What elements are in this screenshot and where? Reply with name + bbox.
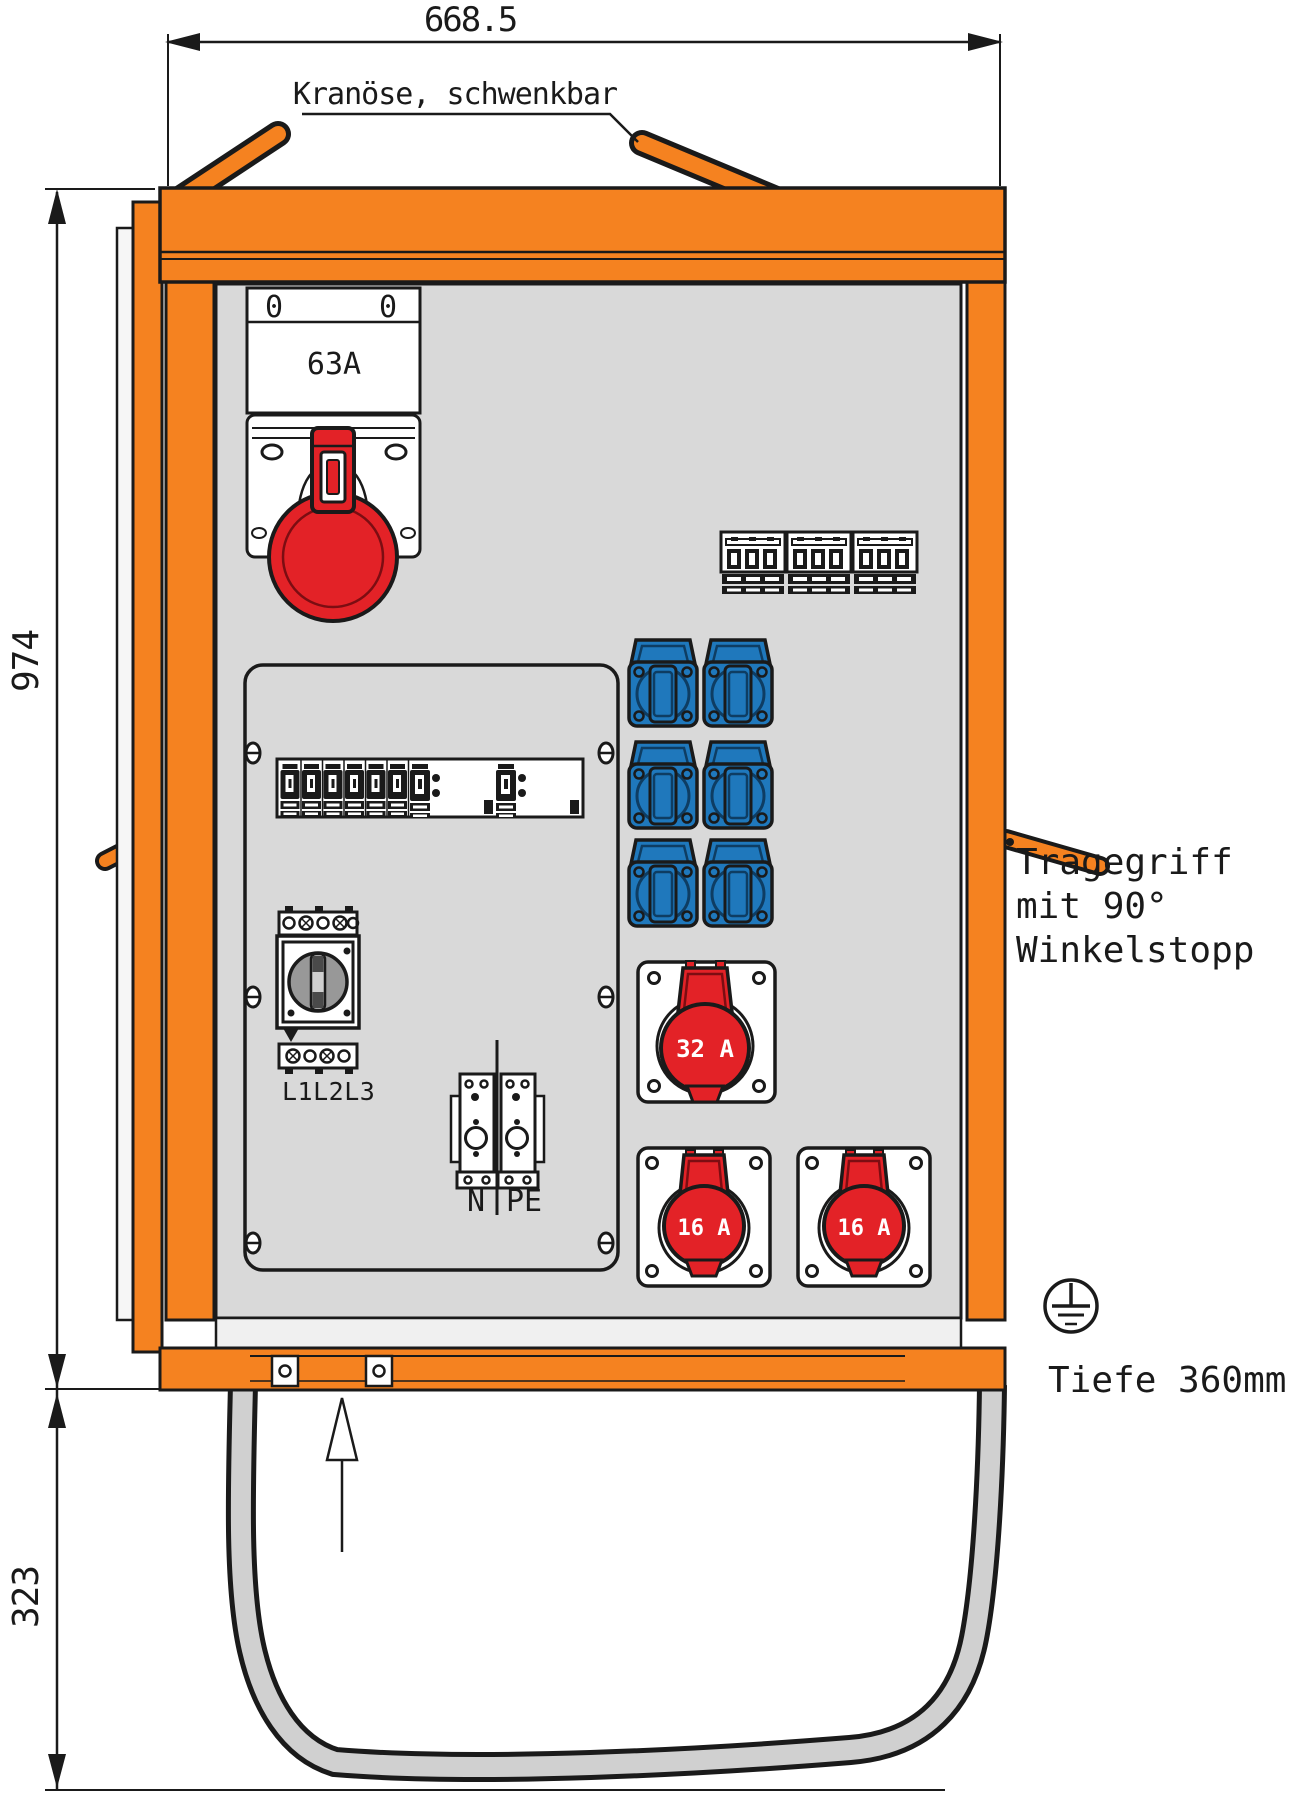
cee-socket-32a: 32 A	[636, 960, 777, 1104]
breaker-rating-label: 63A	[307, 347, 361, 382]
handle-hook-right	[996, 829, 1110, 876]
panel-screw	[597, 985, 615, 1009]
depth-note: Tiefe 360mm	[1048, 1360, 1286, 1401]
terminal-pe	[496, 1072, 540, 1190]
hinge-frame	[131, 200, 164, 1354]
crane-label: Kranöse, schwenkbar	[293, 77, 639, 143]
stand-frame	[225, 1384, 1007, 1782]
npe-terminals: N PE	[449, 1040, 546, 1219]
handle-note-line2: mit 90°	[1016, 886, 1168, 927]
cee-socket-16a-right: 16 A	[796, 1146, 932, 1288]
earth-symbol-icon	[1043, 1278, 1099, 1334]
handle-note: Tragegriff mit 90° Winkelstopp	[1016, 842, 1254, 971]
cee-socket-16a-left: 16 A	[636, 1146, 772, 1288]
schuko-socket	[702, 838, 774, 928]
door-edge-strip	[115, 226, 135, 1322]
mcb-row	[275, 757, 585, 819]
terminal-pe-label: PE	[506, 1184, 542, 1219]
flange-bolt	[364, 1354, 394, 1388]
main-switch-label: L1L2L3	[282, 1077, 375, 1106]
arrow-right-icon	[968, 33, 1003, 51]
arrow-left-icon	[165, 33, 200, 51]
panel-screw	[597, 1231, 615, 1255]
terminal-n	[455, 1072, 499, 1190]
panel-screw	[244, 741, 262, 765]
roof	[158, 186, 1007, 284]
panel-screw	[244, 1231, 262, 1255]
up-arrow-icon	[325, 1397, 359, 1552]
cee32-label: 32 A	[676, 1035, 734, 1063]
panel-screw	[597, 741, 615, 765]
main-switch: L1L2L3	[275, 906, 375, 1106]
dimension-stand: 323	[6, 1390, 945, 1791]
schuko-socket	[702, 638, 774, 728]
dim-height-label: 974	[6, 630, 47, 692]
breaker-indicator: 0	[265, 290, 283, 325]
schuko-socket	[627, 638, 699, 728]
panel-screw	[244, 985, 262, 1009]
cee16-right-label: 16 A	[838, 1216, 891, 1241]
main-breaker-63a: 0 0 63A	[245, 286, 422, 415]
dimension-width: 668.5	[165, 0, 1003, 186]
schuko-socket	[702, 740, 774, 830]
cee16-left-label: 16 A	[678, 1216, 731, 1241]
cee-socket-63a	[245, 413, 422, 623]
dim-stand-label: 323	[6, 1566, 47, 1628]
breaker-indicator: 0	[379, 290, 397, 325]
schuko-socket	[627, 740, 699, 830]
base-strip	[214, 1316, 963, 1350]
terminal-n-label: N	[467, 1184, 485, 1219]
schuko-socket	[627, 838, 699, 928]
handle-note-line1: Tragegriff	[1016, 842, 1233, 883]
handle-note-line3: Winkelstopp	[1016, 930, 1254, 971]
right-frame	[965, 226, 1007, 1322]
crane-label-text: Kranöse, schwenkbar	[293, 77, 617, 112]
dim-width-label: 668.5	[424, 0, 516, 40]
left-frame	[164, 226, 216, 1322]
flange-bolt	[270, 1354, 300, 1388]
